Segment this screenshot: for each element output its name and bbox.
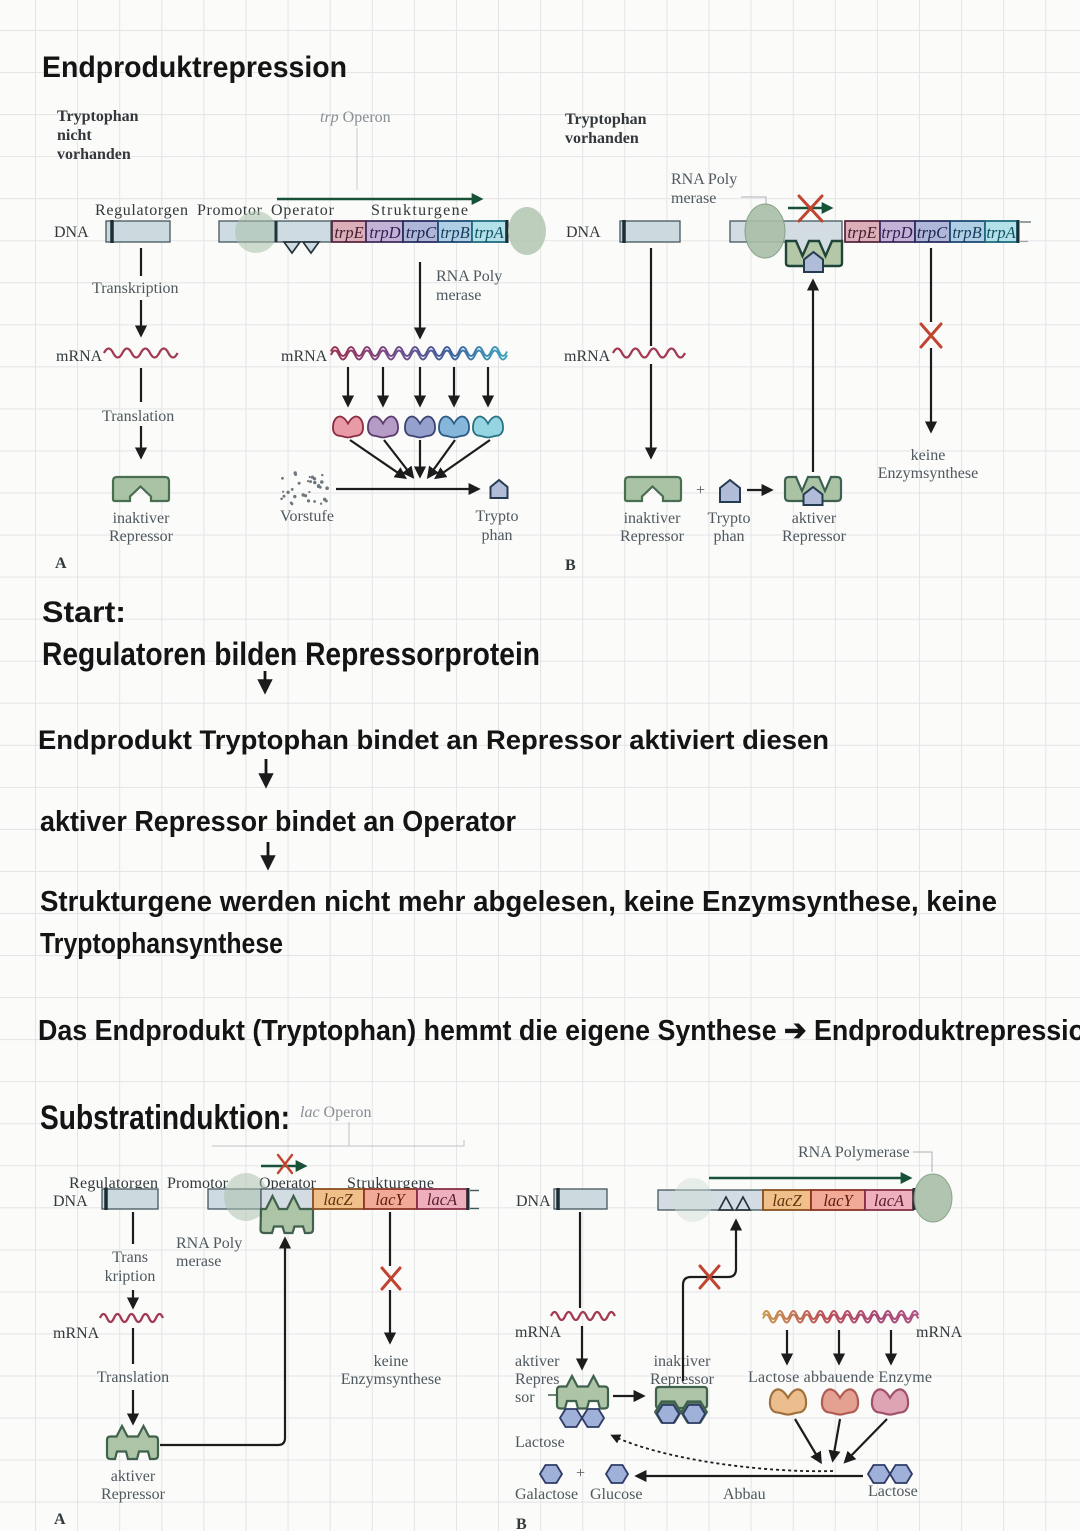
svg-text:Glucose: Glucose: [590, 1486, 642, 1503]
svg-text:lacZ: lacZ: [323, 1190, 353, 1209]
svg-text:Strukturgene: Strukturgene: [347, 1175, 434, 1192]
svg-text:aktiver: aktiver: [792, 510, 837, 527]
svg-text:DNA: DNA: [516, 1193, 551, 1210]
svg-text:Regulatorgen: Regulatorgen: [69, 1175, 158, 1192]
svg-text:trpB: trpB: [952, 223, 981, 242]
svg-text:Trypto: Trypto: [476, 508, 519, 525]
svg-text:+: +: [576, 1465, 585, 1482]
svg-text:Tryptophan: Tryptophan: [565, 111, 647, 128]
svg-text:trpD: trpD: [881, 223, 912, 242]
svg-text:vorhanden: vorhanden: [57, 146, 131, 163]
svg-text:inaktiver: inaktiver: [624, 510, 682, 527]
svg-text:lacA: lacA: [427, 1190, 458, 1209]
svg-text:trpD: trpD: [369, 223, 400, 242]
svg-text:+: +: [696, 482, 705, 499]
svg-text:Tryptophan: Tryptophan: [57, 108, 139, 125]
svg-text:trpB: trpB: [440, 223, 469, 242]
svg-text:trpC: trpC: [917, 223, 948, 242]
svg-text:A: A: [54, 1511, 66, 1528]
svg-text:nicht: nicht: [57, 127, 92, 144]
svg-text:sor: sor: [515, 1389, 535, 1406]
svg-text:lacY: lacY: [823, 1191, 854, 1210]
svg-text:RNA Poly: RNA Poly: [436, 268, 502, 285]
svg-text:Repressor: Repressor: [620, 528, 685, 545]
svg-text:Regulatoren bilden Repressorpr: Regulatoren bilden Repressorprotein: [42, 636, 540, 672]
svg-text:Translation: Translation: [97, 1369, 169, 1386]
svg-text:RNA Poly: RNA Poly: [176, 1235, 242, 1252]
svg-text:merase: merase: [176, 1253, 221, 1270]
svg-text:Trypto: Trypto: [708, 510, 751, 527]
svg-text:mRNA: mRNA: [515, 1324, 562, 1341]
svg-text:phan: phan: [481, 527, 512, 544]
svg-text:Translation: Translation: [102, 408, 174, 425]
svg-text:Substratinduktion:: Substratinduktion:: [40, 1099, 290, 1137]
svg-text:Tryptophansynthese: Tryptophansynthese: [40, 928, 283, 960]
svg-text:Strukturgene werden nicht mehr: Strukturgene werden nicht mehr abgelesen…: [40, 886, 997, 918]
svg-text:B: B: [565, 557, 576, 574]
svg-text:mRNA: mRNA: [56, 348, 103, 365]
svg-text:Operator: Operator: [271, 202, 335, 219]
svg-text:DNA: DNA: [566, 224, 601, 241]
svg-text:kription: kription: [105, 1268, 156, 1285]
svg-text:Transkription: Transkription: [92, 280, 179, 297]
svg-text:aktiver: aktiver: [111, 1468, 156, 1485]
svg-text:Vorstufe: Vorstufe: [280, 508, 334, 525]
svg-text:Strukturgene: Strukturgene: [371, 202, 468, 219]
svg-text:merase: merase: [436, 287, 481, 304]
svg-text:phan: phan: [713, 528, 744, 545]
svg-text:mRNA: mRNA: [281, 348, 328, 365]
svg-text:RNA Polymerase: RNA Polymerase: [798, 1144, 910, 1161]
svg-text:Das Endprodukt (Tryptophan) h: Das Endprodukt (Tryptophan) hemmt die ei…: [38, 1015, 1080, 1047]
svg-text:Trans: Trans: [112, 1249, 148, 1266]
svg-text:Promotor: Promotor: [167, 1175, 229, 1192]
svg-text:aktiver: aktiver: [515, 1353, 560, 1370]
svg-text:DNA: DNA: [54, 224, 89, 241]
svg-text:Start:: Start:: [42, 596, 126, 629]
svg-text:vorhanden: vorhanden: [565, 130, 639, 147]
svg-text:Enzymsynthese: Enzymsynthese: [341, 1371, 441, 1388]
svg-text:Endprodukt Tryptophan bindet a: Endprodukt Tryptophan bindet an Represso…: [38, 725, 829, 755]
svg-text:Regulatorgen: Regulatorgen: [95, 202, 188, 219]
svg-text:trpE: trpE: [847, 223, 876, 242]
svg-text:RNA Poly: RNA Poly: [671, 171, 737, 188]
svg-text:DNA: DNA: [53, 1193, 88, 1210]
svg-text:Operator: Operator: [259, 1175, 317, 1192]
svg-text:lacA: lacA: [874, 1191, 905, 1210]
svg-text:mRNA: mRNA: [564, 348, 611, 365]
svg-text:trp Operon: trp Operon: [320, 109, 391, 126]
svg-text:trpA: trpA: [474, 223, 504, 242]
svg-text:Repressor: Repressor: [101, 1486, 166, 1503]
svg-text:Galactose: Galactose: [515, 1486, 578, 1503]
svg-text:B: B: [516, 1516, 527, 1531]
svg-text:Lactose: Lactose: [868, 1483, 918, 1500]
svg-text:A: A: [55, 555, 67, 572]
svg-text:Repressor: Repressor: [109, 528, 174, 545]
svg-text:keine: keine: [374, 1353, 409, 1370]
svg-text:Repressor: Repressor: [782, 528, 847, 545]
svg-text:mRNA: mRNA: [53, 1325, 100, 1342]
svg-text:Lactose: Lactose: [515, 1434, 565, 1451]
svg-text:lacY: lacY: [375, 1190, 406, 1209]
svg-text:Endproduktrepression: Endproduktrepression: [42, 51, 347, 84]
svg-text:inaktiver: inaktiver: [113, 510, 171, 527]
svg-text:lac Operon: lac Operon: [300, 1104, 372, 1121]
svg-text:Repres: Repres: [515, 1371, 559, 1388]
svg-text:trpC: trpC: [406, 223, 437, 242]
svg-text:keine: keine: [911, 447, 946, 464]
svg-text:Enzymsynthese: Enzymsynthese: [878, 465, 978, 482]
svg-text:lacZ: lacZ: [772, 1191, 802, 1210]
svg-text:aktiver Repressor bindet an Op: aktiver Repressor bindet an Operator: [40, 806, 516, 838]
svg-text:mRNA: mRNA: [916, 1324, 963, 1341]
svg-text:trpE: trpE: [334, 223, 363, 242]
svg-text:trpA: trpA: [986, 223, 1016, 242]
svg-text:merase: merase: [671, 190, 716, 207]
svg-text:Abbau: Abbau: [723, 1486, 766, 1503]
svg-text:Lactose abbauende Enzyme: Lactose abbauende Enzyme: [748, 1369, 932, 1386]
